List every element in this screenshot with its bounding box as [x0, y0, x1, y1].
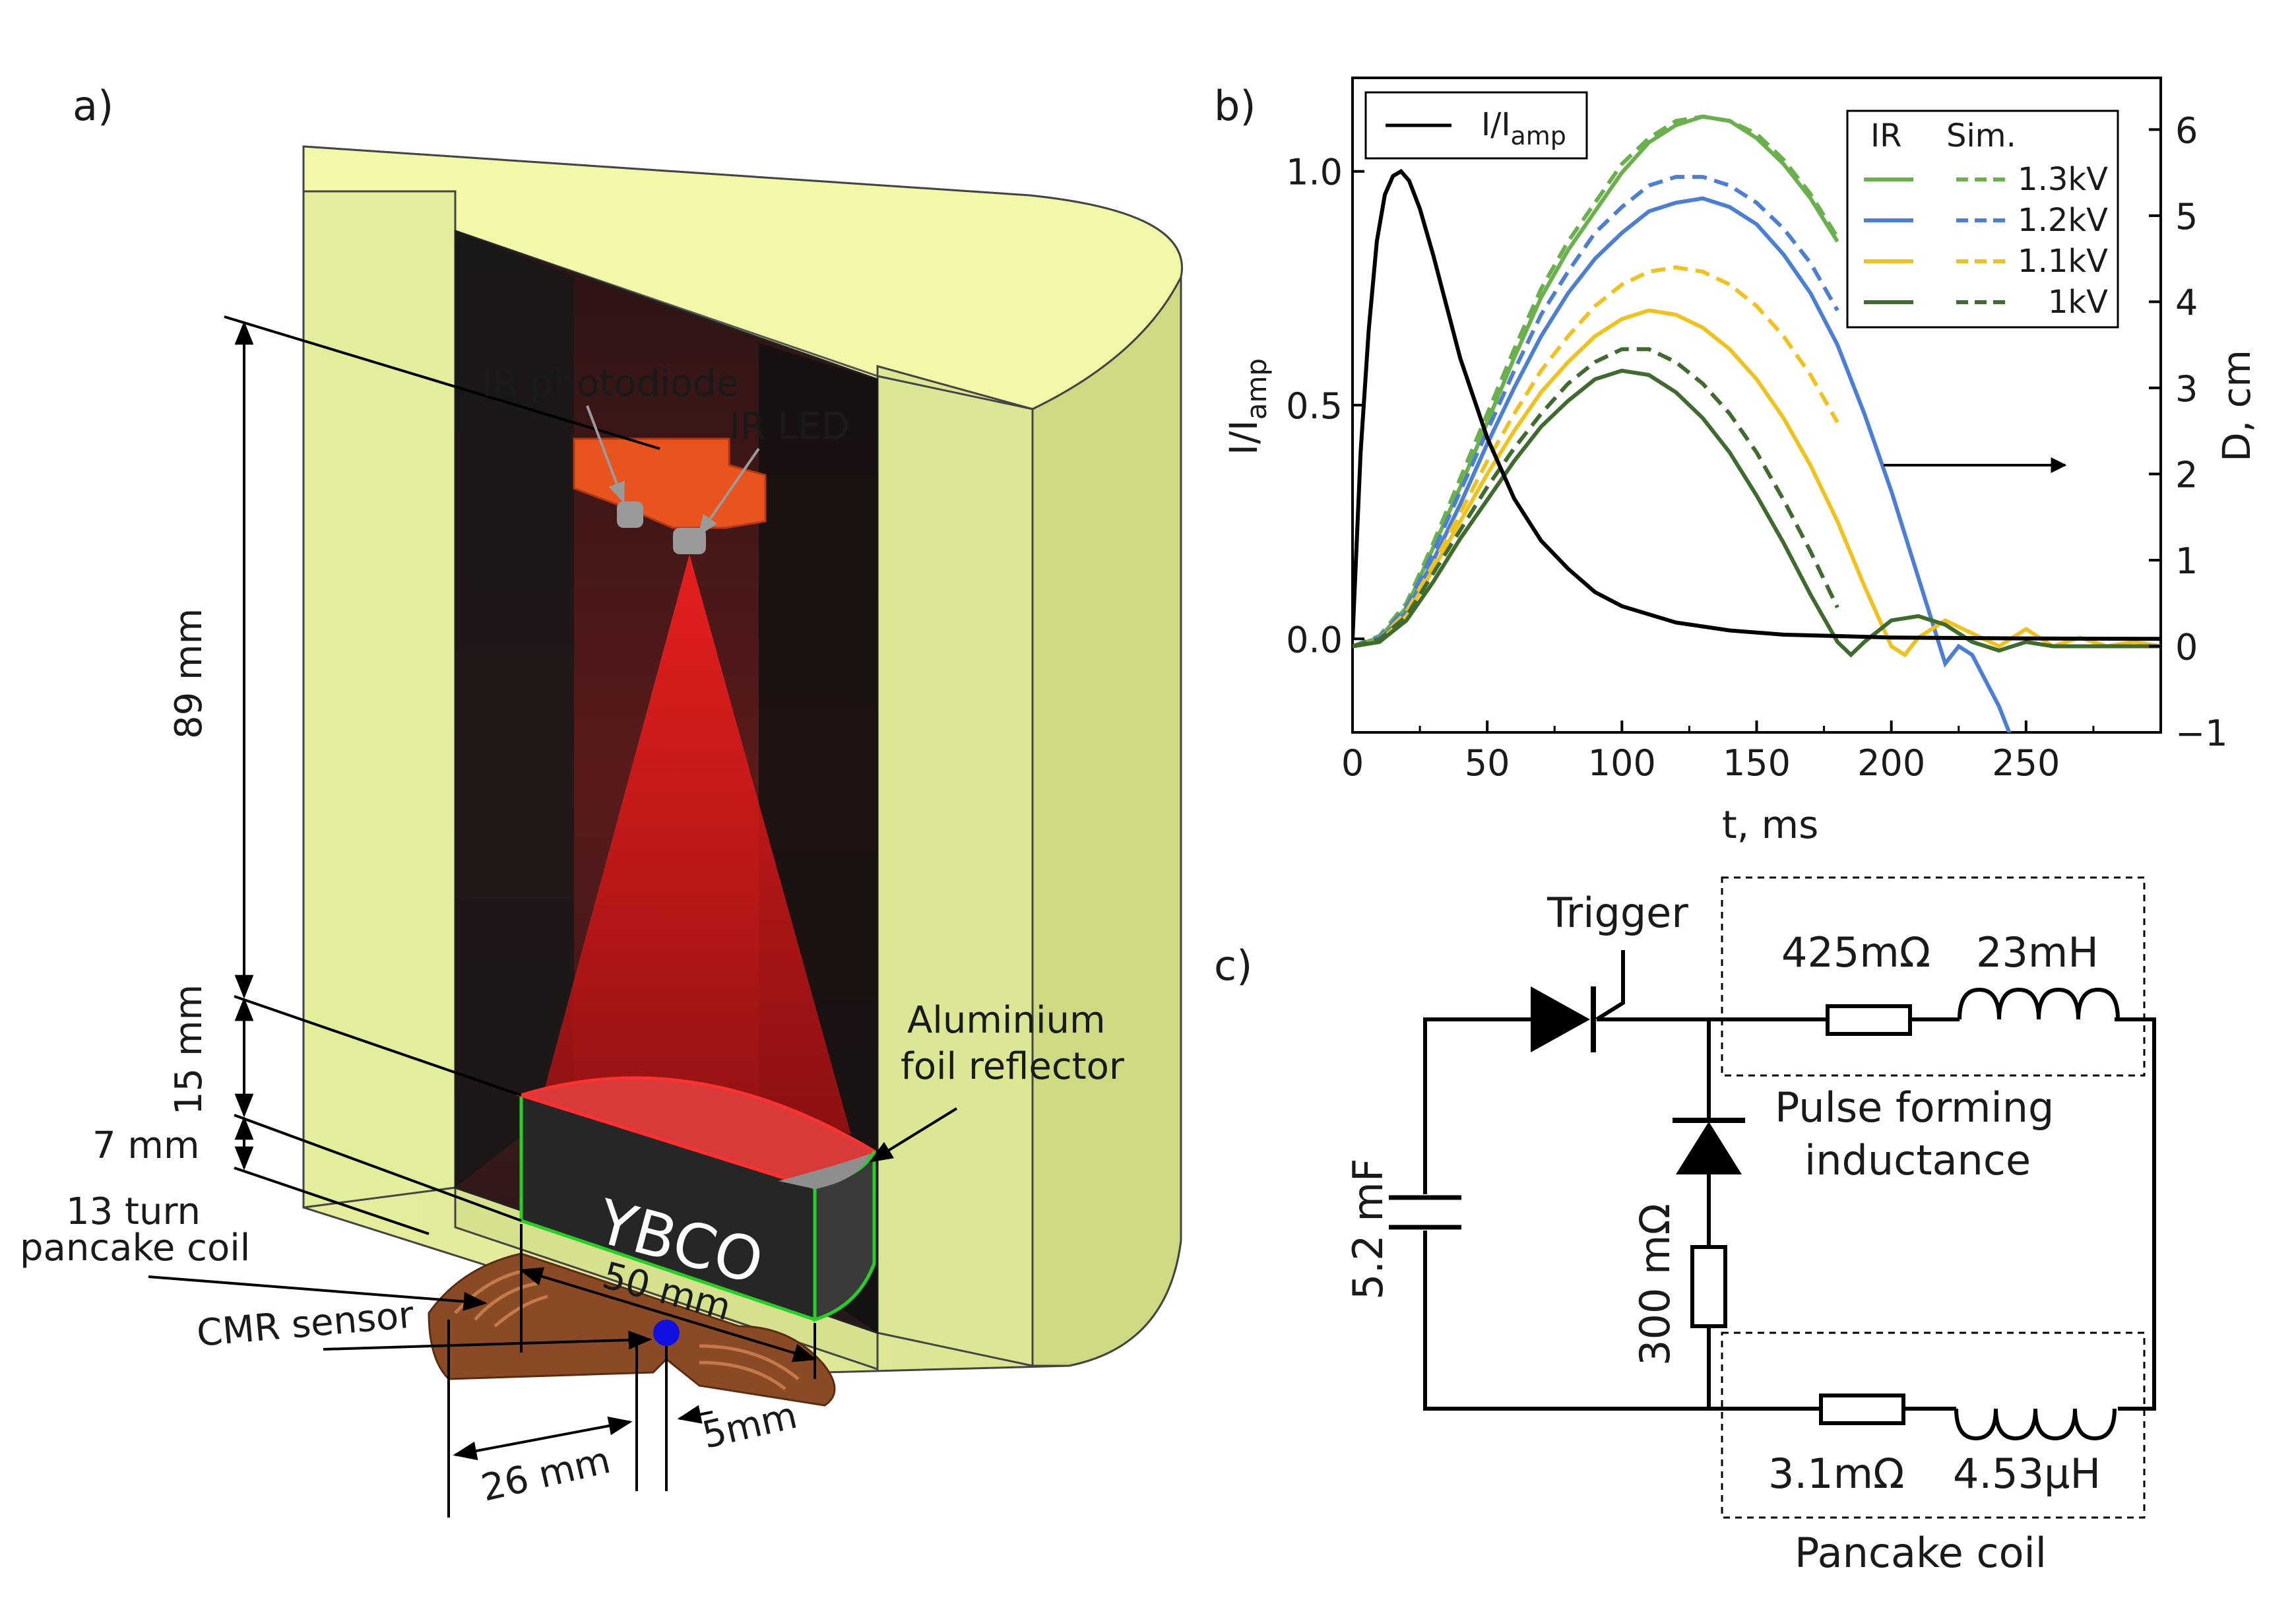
- reflector-label-line1: Aluminium: [907, 999, 1106, 1042]
- y-axis-right: −1 0 1 2 3 4 5 6: [2149, 110, 2228, 754]
- r-pulse-label: 425mΩ: [1781, 928, 1930, 977]
- x-axis: 0 50 100 150 200 250: [1341, 721, 2095, 784]
- r-diode-label: 300 mΩ: [1631, 1203, 1679, 1366]
- x-tick-label: 100: [1588, 742, 1656, 784]
- x-axis-title: t, ms: [1722, 802, 1818, 847]
- led-lens: [673, 528, 706, 554]
- series-ir-1kv: [1353, 368, 2161, 658]
- legend-series-label: 1.2kV: [2018, 202, 2108, 239]
- legend-col-sim: Sim.: [1946, 117, 2016, 154]
- resistor-diode: [1690, 1245, 1727, 1328]
- freewheel-diode: [1673, 1118, 1745, 1174]
- panel-c: c): [1214, 876, 2156, 1577]
- dim-7-label: 7 mm: [92, 1124, 200, 1167]
- pancake-label: Pancake coil: [1795, 1529, 2047, 1577]
- coil-box: [1721, 1331, 2146, 1519]
- series-legend: IR Sim. 1.3kV 1.2kV 1.1kV 1kV: [1846, 110, 2119, 329]
- y-axis-left: 0.0 0.5 1.0: [1286, 152, 1364, 660]
- panel-b-label: b): [1214, 82, 1256, 130]
- inductor-coil: [1954, 1408, 2117, 1441]
- series-sim-1-2kv: [1353, 175, 1839, 649]
- r-coil-label: 3.1mΩ: [1768, 1450, 1904, 1498]
- y-left-tick-label: 0.5: [1286, 385, 1343, 427]
- dim-89-label: 89 mm: [168, 608, 210, 739]
- trigger-lead: [1595, 950, 1625, 1021]
- ir-led-label: IR LED: [729, 405, 850, 448]
- photodiode-lens: [617, 501, 643, 528]
- callout-lines: [586, 405, 760, 536]
- dim-5-label: 5mm: [699, 1394, 802, 1458]
- trigger-label: Trigger: [1547, 889, 1688, 937]
- panel-b: b) 0 50 100 150 200 250 0.0 0.5 1.0 −1 0 1 2 3 4 5 6 t…: [1214, 77, 2259, 847]
- ir-photodiode-label: IR photodiode: [482, 362, 739, 405]
- y-left-tick-label: 1.0: [1286, 152, 1343, 193]
- pulse-label-line2: inductance: [1804, 1136, 2031, 1184]
- legend-col-ir: IR: [1870, 117, 1902, 154]
- coil-label-line2: pancake coil: [20, 1227, 250, 1269]
- series-ir-1-1kv: [1353, 308, 2161, 658]
- legend-series-label: 1kV: [2048, 284, 2108, 321]
- x-tick-label: 200: [1857, 742, 1925, 784]
- coil-label-line1: 13 turn: [66, 1190, 201, 1233]
- dimension-lines: [148, 315, 958, 1518]
- ir-beam: [541, 554, 851, 1135]
- panel-c-label: c): [1214, 942, 1252, 990]
- x-tick-label: 50: [1465, 742, 1510, 784]
- reflector-label-line2: foil reflector: [901, 1045, 1125, 1088]
- photodiode-mount: [573, 437, 767, 554]
- cmr-sensor-label: CMR sensor: [195, 1293, 416, 1355]
- series-current: [1353, 168, 2161, 641]
- y-right-tick-label: 4: [2175, 282, 2198, 323]
- resistor-coil: [1819, 1394, 1905, 1425]
- panel-a-label: a): [73, 82, 113, 130]
- capacitor-label: 5.2 mF: [1344, 1159, 1392, 1300]
- y-right-tick-label: −1: [2175, 713, 2228, 754]
- y-right-tick-label: 5: [2175, 196, 2198, 238]
- thyristor: [1531, 986, 1596, 1052]
- legend-current-label: I/Iamp: [1481, 106, 1566, 150]
- capacitor: [1389, 1195, 1461, 1230]
- x-tick-label: 250: [1992, 742, 2060, 784]
- series-sim-1kv: [1353, 347, 1839, 649]
- panel-a: a): [20, 82, 1183, 1518]
- resistor-pulse: [1826, 1004, 1912, 1036]
- y-right-tick-label: 2: [2175, 454, 2198, 496]
- series-ir-1-2kv: [1353, 196, 2012, 732]
- cmr-sensor-dot: [653, 1320, 680, 1346]
- y-right-tick-label: 3: [2175, 368, 2198, 410]
- pulse-box: [1721, 876, 2146, 1077]
- dim-26-label: 26 mm: [478, 1439, 615, 1510]
- inductor-pulse: [1958, 987, 2120, 1020]
- legend-series-label: 1.1kV: [2018, 243, 2108, 280]
- y-axis-right-title: D, cm: [2214, 350, 2259, 462]
- plot-area: [1353, 114, 2161, 732]
- l-pulse-label: 23mH: [1976, 928, 2099, 977]
- y-right-tick-label: 0: [2175, 626, 2198, 668]
- x-tick-label: 150: [1723, 742, 1791, 784]
- dim-15-label: 15 mm: [168, 984, 210, 1115]
- y-axis-left-title: I/Iamp: [1221, 358, 1273, 455]
- y-right-tick-label: 6: [2175, 110, 2198, 151]
- x-tick-label: 0: [1341, 742, 1364, 784]
- y-right-tick-label: 1: [2175, 540, 2198, 582]
- circuit-wires: [1423, 950, 2156, 1411]
- series-sim-1-1kv: [1353, 265, 1839, 649]
- l-coil-label: 4.53μH: [1953, 1450, 2101, 1498]
- pulse-label-line1: Pulse forming: [1775, 1083, 2054, 1132]
- legend-series-label: 1.3kV: [2018, 161, 2108, 198]
- y-left-tick-label: 0.0: [1286, 619, 1343, 660]
- current-legend: I/Iamp: [1364, 91, 1588, 160]
